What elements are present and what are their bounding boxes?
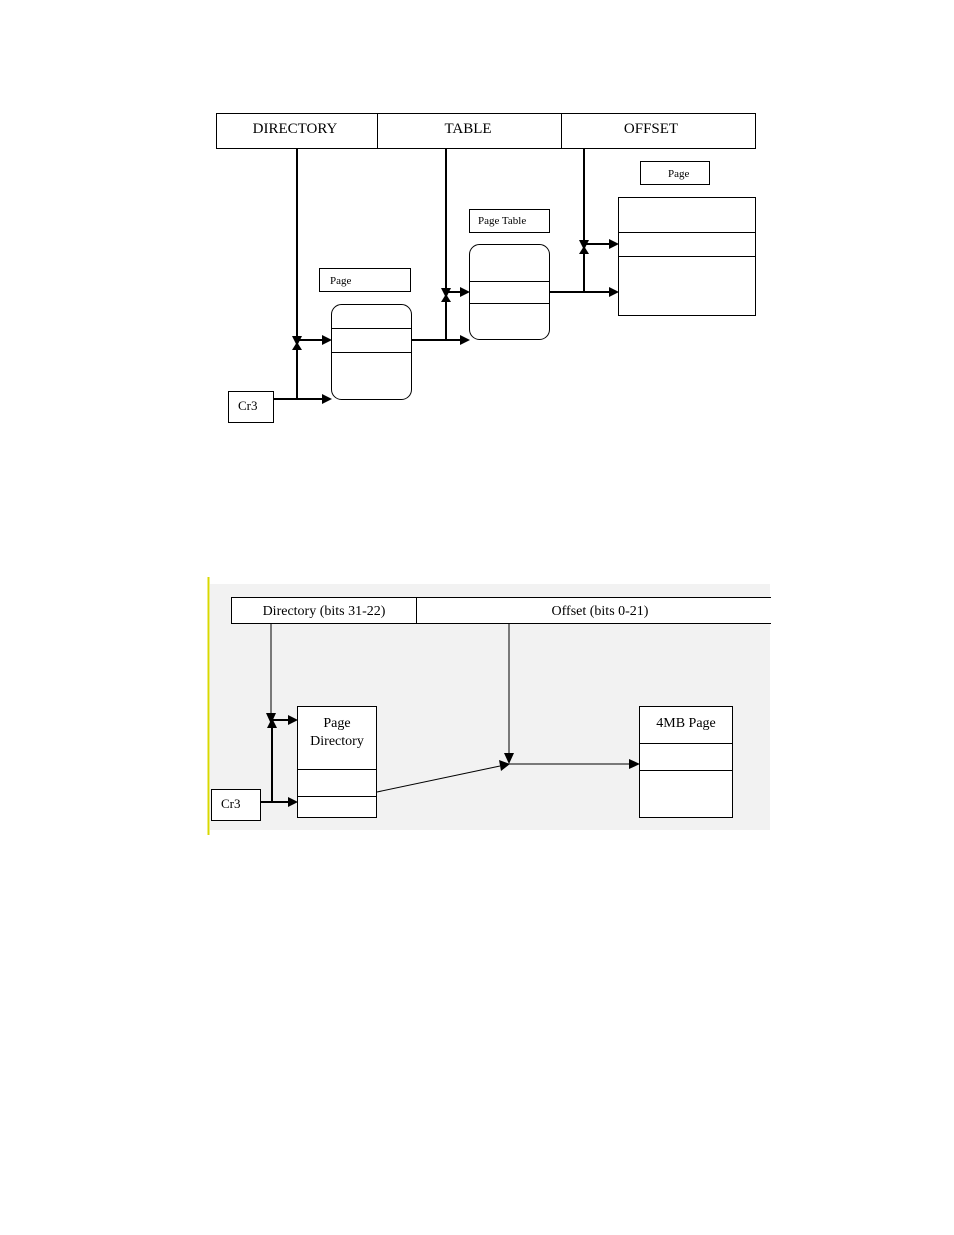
field-directory-label: Directory (bits 31-22) — [263, 604, 386, 619]
cr3-label: Cr3 — [238, 398, 258, 413]
arrow-head — [322, 335, 332, 345]
page-structure-4mb: 4MB Page — [640, 707, 733, 818]
page-directory-label-line2: Directory — [310, 734, 364, 749]
page-directory-structure — [332, 305, 412, 400]
page-structure — [619, 198, 756, 316]
diagram-4mb-paging: Directory (bits 31-22) Offset (bits 0-21… — [209, 577, 832, 835]
page-table-body — [470, 245, 550, 340]
cr3-label: Cr3 — [221, 796, 241, 811]
panel-edge-mask — [771, 590, 831, 630]
linear-address-bar: DIRECTORY TABLE OFFSET — [217, 114, 756, 149]
arrow-head — [441, 294, 451, 302]
arrow-head — [292, 342, 302, 350]
page-label: Page — [668, 168, 690, 180]
arrow-head — [460, 335, 470, 345]
arrow-head — [609, 287, 619, 297]
page-table-structure — [470, 245, 550, 340]
diagram-4kb-paging: DIRECTORY TABLE OFFSET Page Page Table P… — [217, 114, 756, 423]
page-table-label: Page Table — [478, 215, 526, 227]
field-directory-label: DIRECTORY — [253, 121, 338, 137]
field-table-label: TABLE — [444, 121, 491, 137]
linear-address-bar-4mb: Directory (bits 31-22) Offset (bits 0-21… — [232, 598, 792, 624]
page-directory-structure-4mb: Page Directory — [298, 707, 377, 818]
arrow-head — [322, 394, 332, 404]
page-label: 4MB Page — [656, 716, 716, 731]
page-directory-label-line1: Page — [323, 716, 350, 731]
arrow-head — [460, 287, 470, 297]
field-offset-label: Offset (bits 0-21) — [552, 604, 649, 619]
field-offset-label: OFFSET — [624, 121, 678, 137]
arrow-head — [579, 246, 589, 254]
arrow-head — [609, 239, 619, 249]
page-directory-label: Page — [330, 275, 352, 287]
